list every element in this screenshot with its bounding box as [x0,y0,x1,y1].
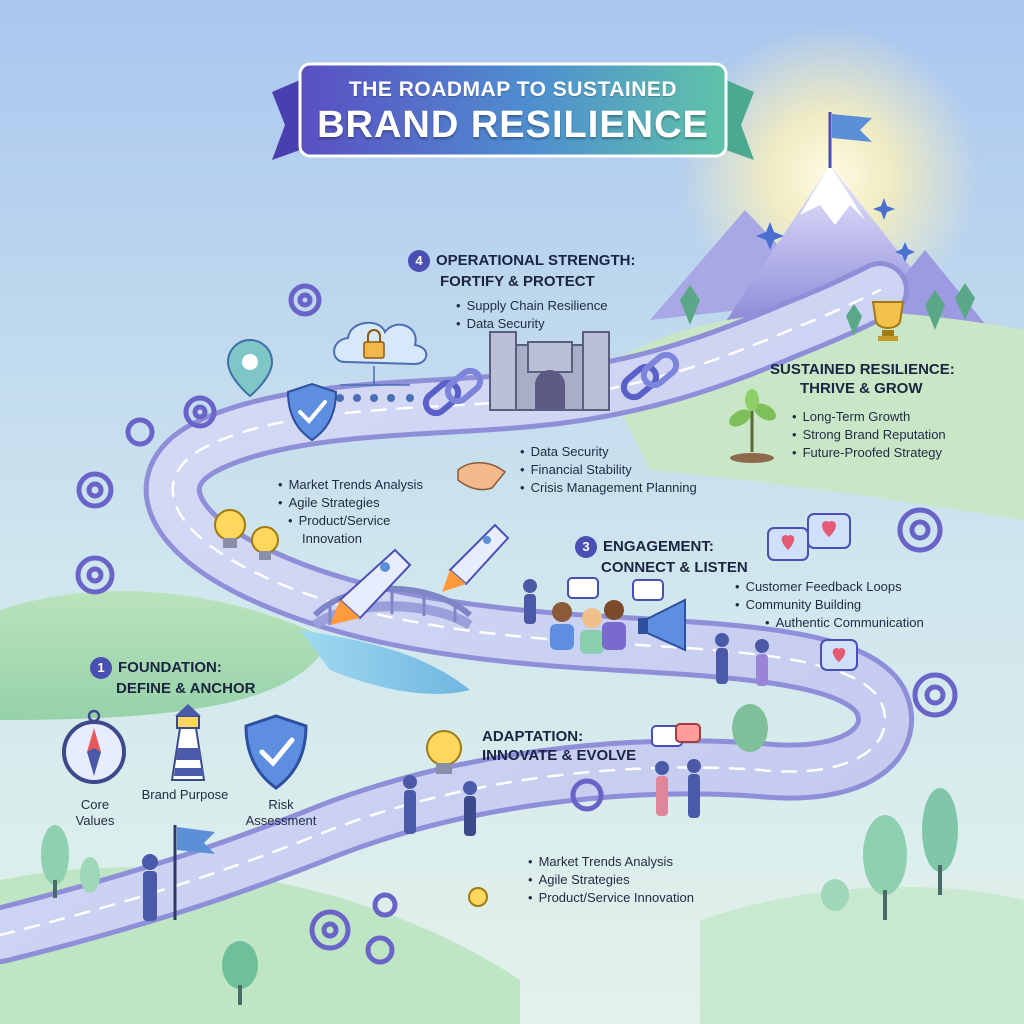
step-heading: OPERATIONAL STRENGTH: [436,251,636,269]
flag-icon [173,825,215,920]
list-item: Data Security [520,443,697,461]
list-item: Crisis Management Planning [520,479,697,497]
step-foundation: 1 FOUNDATION: DEFINE & ANCHOR [90,657,255,698]
step-subheading: THRIVE & GROW [800,380,923,397]
compass-icon [62,709,126,784]
list-item: Market Trends Analysis [528,853,694,871]
title-banner [272,62,754,160]
step-heading: ENGAGEMENT: [603,537,714,555]
step-number-badge: 4 [408,250,430,272]
step-adaptation: ADAPTATION: INNOVATE & EVOLVE [482,727,636,765]
list-item: Market Trends Analysis [278,476,423,494]
trophy-icon [871,301,905,341]
title-line-2: BRAND RESILIENCE [317,104,709,146]
lightbulb-icon [214,509,488,907]
caption-line: Core [80,797,110,812]
left-hill [0,591,330,720]
adaptation-items: Market Trends Analysis Agile Strategies … [528,853,694,907]
list-item: Product/Service Innovation [528,889,694,907]
caption-line: Values [75,813,115,828]
people-group [142,579,769,921]
step-heading: FOUNDATION: [118,658,222,676]
list-item: Product/Service [278,512,423,530]
sapling-icon [729,389,776,463]
step-subheading: INNOVATE & EVOLVE [482,747,637,764]
step-subheading: DEFINE & ANCHOR [116,680,256,697]
list-item: Future-Proofed Strategy [792,444,955,462]
caption-risk-assessment: Risk Assessment [236,797,326,829]
step-subheading: CONNECT & LISTEN [601,559,748,576]
list-item: Supply Chain Resilience [456,297,635,315]
list-item: Customer Feedback Loops [735,578,924,596]
castle-icon [489,331,610,411]
shield-check-icon [244,714,308,790]
shield-check-icon [286,382,338,442]
caption-line: Risk [268,797,294,812]
list-item: Agile Strategies [528,871,694,889]
gear-icon [309,507,958,965]
cloud-lock-icon [333,322,428,402]
rocket-icon [330,523,510,625]
heart-bubble-icon [767,513,858,671]
list-item: Agile Strategies [278,494,423,512]
title-banner-text: THE ROADMAP TO SUSTAINED BRAND RESILIENC… [300,64,726,156]
list-item: Data Security [456,315,635,333]
chain-link-icon [620,351,680,401]
list-item: Long-Term Growth [792,408,955,426]
chain-link-icon [422,367,484,417]
step-heading: ADAPTATION: [482,728,584,745]
gear-icon [75,283,322,595]
step-sustained: SUSTAINED RESILIENCE: THRIVE & GROW Long… [770,360,955,462]
handshake-icon [457,462,507,491]
river [300,630,470,694]
step-number-badge: 3 [575,536,597,558]
location-pin-icon [226,338,274,398]
title-line-1: THE ROADMAP TO SUSTAINED [348,78,678,101]
step-items: Long-Term Growth Strong Brand Reputation… [770,408,955,462]
caption-brand-purpose: Brand Purpose [141,787,229,802]
bottom-right-hill [700,886,1024,1024]
list-item: Strong Brand Reputation [792,426,955,444]
step-items: Supply Chain Resilience Data Security [408,297,635,333]
engagement-items: Customer Feedback Loops Community Buildi… [735,578,924,632]
middle-left-list: Market Trends Analysis Agile Strategies … [278,476,423,548]
sparkle-icon [756,198,915,262]
operational-secondary-list: Data Security Financial Stability Crisis… [520,443,697,497]
step-number-badge: 1 [90,657,112,679]
step-operational: 4 OPERATIONAL STRENGTH: FORTIFY & PROTECT… [408,250,635,333]
lighthouse-icon [170,704,206,781]
chat-bubble-icon [567,577,701,747]
caption-line: Assessment [245,813,317,828]
list-item: Financial Stability [520,461,697,479]
step-engagement: 3 ENGAGEMENT: CONNECT & LISTEN [575,536,748,577]
list-item-continuation: Innovation [302,531,362,546]
step-heading: SUSTAINED RESILIENCE: [770,361,955,378]
list-item: Community Building [735,596,924,614]
caption-core-values: Core Values [60,797,130,829]
megaphone-icon [638,598,686,652]
step-subheading: FORTIFY & PROTECT [440,273,595,290]
summit-flag-icon [828,112,872,168]
list-item: Authentic Communication [735,614,924,632]
tree-icon [41,283,975,1005]
